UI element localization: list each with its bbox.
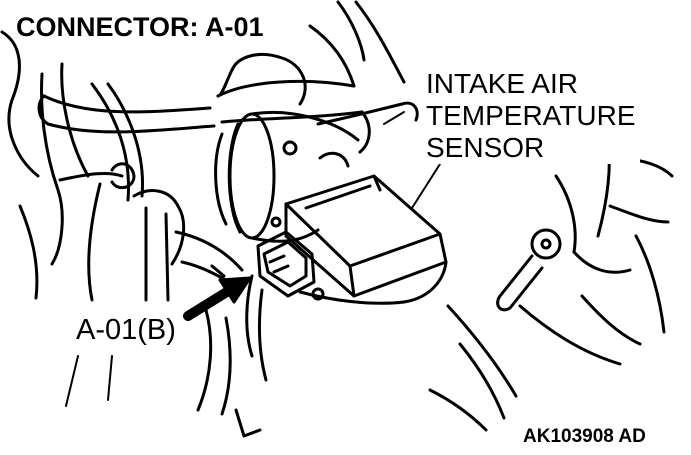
- sensor-label-line-1: INTAKE AIR: [426, 68, 578, 99]
- left-hose-assembly: [0, 30, 216, 302]
- connector-callout-label: A-01(B): [74, 314, 178, 346]
- leader-lines: [65, 111, 441, 407]
- connector-title: CONNECTOR: A-01: [14, 12, 266, 42]
- throttle-body: [214, 110, 360, 243]
- sensor-label-line-3: SENSOR: [426, 132, 545, 163]
- connector-a01: [245, 216, 325, 382]
- upper-pipe: [216, 0, 419, 154]
- connector-arrow: [183, 276, 252, 321]
- sensor-label-line-2: TEMPERATURE: [426, 100, 636, 131]
- intake-air-temperature-sensor-label: INTAKE AIR TEMPERATURE SENSOR: [424, 68, 640, 164]
- figure-code: AK103908 AD: [521, 426, 648, 447]
- lower-manifold: [132, 189, 448, 438]
